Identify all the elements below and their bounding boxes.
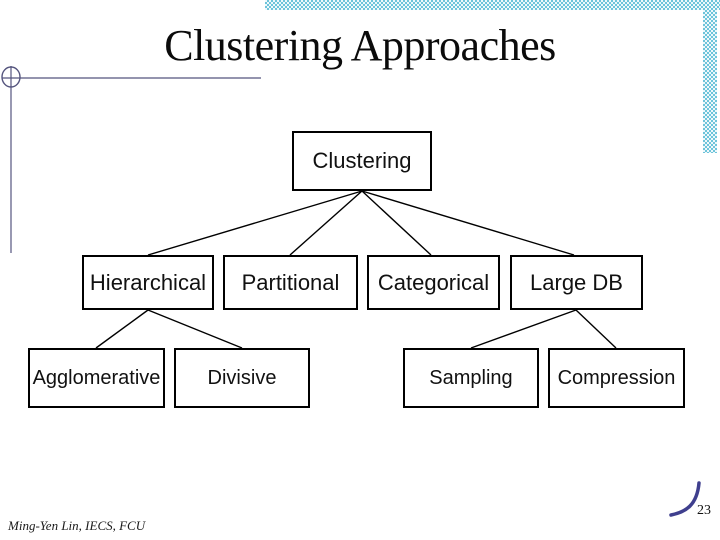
connector-largedb-sampling (470, 309, 577, 349)
swoosh-decoration-icon (669, 481, 701, 517)
node-label: Divisive (207, 366, 277, 389)
node-categorical: Categorical (367, 255, 500, 310)
node-label: Sampling (429, 366, 513, 389)
node-divisive: Divisive (174, 348, 310, 408)
node-large-db: Large DB (510, 255, 643, 310)
connector-largedb-compression (575, 309, 617, 349)
node-sampling: Sampling (403, 348, 539, 408)
connector-clustering-largedb (361, 190, 575, 256)
node-clustering: Clustering (292, 131, 432, 191)
connector-hierarchical-agglomerative (95, 309, 149, 349)
connector-clustering-hierarchical (147, 190, 363, 256)
node-label: Partitional (241, 269, 340, 295)
node-label: Compression (557, 366, 676, 389)
top-accent-bar (265, 0, 720, 10)
node-label: Agglomerative (32, 366, 161, 389)
connector-clustering-categorical (361, 190, 432, 256)
node-label: Clustering (312, 148, 412, 173)
node-label: Large DB (530, 269, 623, 295)
node-label: Categorical (377, 269, 490, 295)
node-label: Hierarchical (89, 269, 207, 295)
node-partitional: Partitional (223, 255, 358, 310)
connector-hierarchical-divisive (147, 309, 243, 349)
node-agglomerative: Agglomerative (28, 348, 165, 408)
node-compression: Compression (548, 348, 685, 408)
node-hierarchical: Hierarchical (82, 255, 214, 310)
connector-clustering-partitional (289, 190, 363, 256)
page-number: 23 (697, 503, 711, 518)
page-title: Clustering Approaches (164, 21, 556, 70)
slide-footer-credit: Ming-Yen Lin, IECS, FCU (8, 518, 146, 533)
right-accent-bar (703, 10, 717, 153)
